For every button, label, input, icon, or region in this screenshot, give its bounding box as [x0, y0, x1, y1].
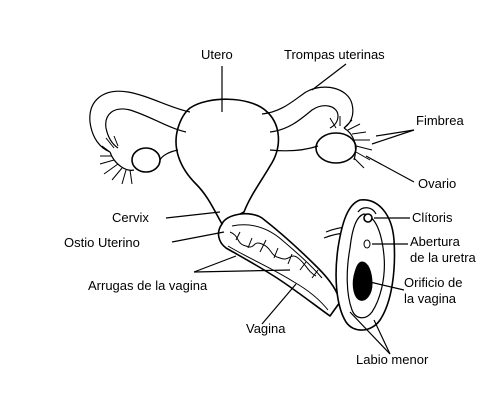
label-orificio-line2: la vagina	[404, 291, 457, 306]
label-orificio-line1: Orificio de	[404, 275, 463, 290]
label-cervix: Cervix	[112, 210, 149, 225]
vagina-drawing	[217, 212, 355, 317]
vulva-drawing	[335, 199, 396, 331]
label-arrugas-de-la-vagina: Arrugas de la vagina	[88, 278, 208, 293]
leader-lines	[165, 63, 415, 355]
label-labio-menor: Labio menor	[356, 352, 429, 367]
label-utero: Utero	[201, 47, 233, 62]
label-fimbrea: Fimbrea	[416, 113, 464, 128]
label-vagina: Vagina	[246, 321, 286, 336]
label-abertura-line1: Abertura	[410, 234, 461, 249]
label-abertura-line2: de la uretra	[410, 250, 477, 265]
label-trompas-uterinas: Trompas uterinas	[284, 47, 385, 62]
uterus-drawing	[89, 86, 373, 225]
label-clitoris: Clítoris	[412, 210, 453, 225]
labels: Utero Trompas uterinas Fimbrea Ovario Ce…	[64, 47, 477, 367]
label-ostio-uterino: Ostio Uterino	[64, 235, 140, 250]
label-ovario: Ovario	[418, 176, 456, 191]
